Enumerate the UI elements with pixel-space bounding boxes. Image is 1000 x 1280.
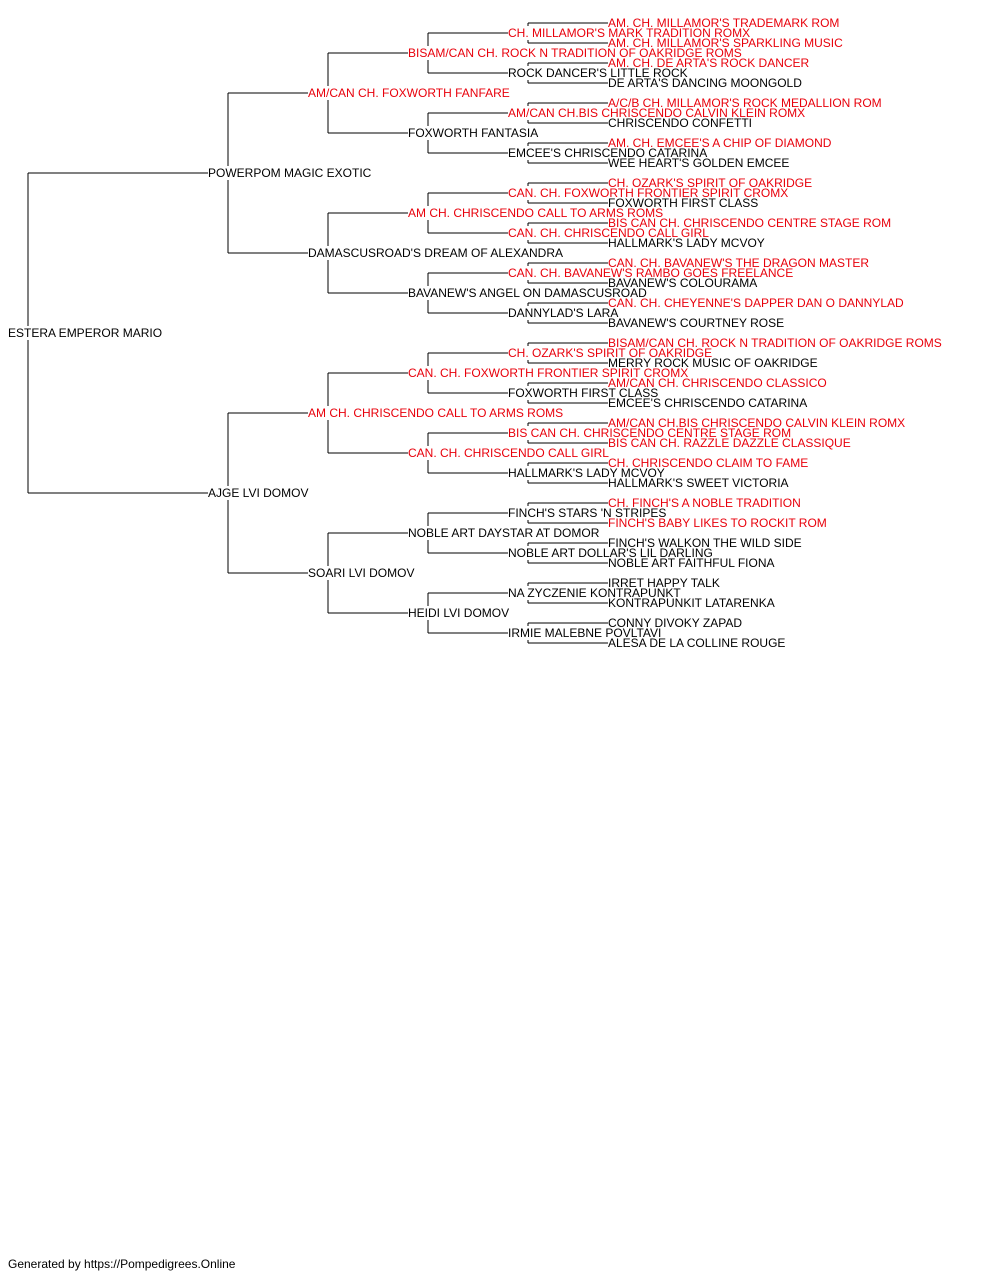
dog-name: A/C/B CH. MILLAMOR'S ROCK MEDALLION ROM	[608, 96, 882, 110]
dog-name: ESTERA EMPEROR MARIO	[8, 326, 162, 340]
dog-name: CAN. CH. CHEYENNE'S DAPPER DAN O DANNYLA…	[608, 296, 904, 310]
dog-name: FINCH'S BABY LIKES TO ROCKIT ROM	[608, 516, 827, 530]
dog-name: HALLMARK'S LADY MCVOY	[508, 466, 665, 480]
dog-name: SOARI LVI DOMOV	[308, 566, 414, 580]
dog-name: MERRY ROCK MUSIC OF OAKRIDGE	[608, 356, 818, 370]
dog-name: HEIDI LVI DOMOV	[408, 606, 509, 620]
dog-name: CH. CHRISCENDO CLAIM TO FAME	[608, 456, 808, 470]
dog-name: ROCK DANCER'S LITTLE ROCK	[508, 66, 688, 80]
dog-name: CAN. CH. CHRISCENDO CALL GIRL	[408, 446, 609, 460]
dog-name: CH. OZARK'S SPIRIT OF OAKRIDGE	[508, 346, 712, 360]
dog-name: FINCH'S STARS 'N STRIPES	[508, 506, 666, 520]
dog-name: CAN. CH. BAVANEW'S RAMBO GOES FREELANCE	[508, 266, 793, 280]
dog-name: WEE HEART'S GOLDEN EMCEE	[608, 156, 789, 170]
dog-name: HALLMARK'S LADY MCVOY	[608, 236, 765, 250]
dog-name: DE ARTA'S DANCING MOONGOLD	[608, 76, 802, 90]
dog-name: EMCEE'S CHRISCENDO CATARINA	[608, 396, 807, 410]
dog-name: FINCH'S WALKON THE WILD SIDE	[608, 536, 802, 550]
dog-name: IRRET HAPPY TALK	[608, 576, 720, 590]
dog-name: FOXWORTH FIRST CLASS	[608, 196, 758, 210]
dog-name: CAN. CH. CHRISCENDO CALL GIRL	[508, 226, 709, 240]
dog-name: NOBLE ART DOLLAR'S LIL DARLING	[508, 546, 713, 560]
dog-name: BAVANEW'S COURTNEY ROSE	[608, 316, 784, 330]
dog-name: CAN. CH. BAVANEW'S THE DRAGON MASTER	[608, 256, 869, 270]
dog-name: CH. FINCH'S A NOBLE TRADITION	[608, 496, 801, 510]
dog-name: BIS CAN CH. CHRISCENDO CENTRE STAGE ROM	[608, 216, 891, 230]
dog-name: CAN. CH. FOXWORTH FRONTIER SPIRIT CROMX	[408, 366, 688, 380]
dog-name: AM. CH. MILLAMOR'S TRADEMARK ROM	[608, 16, 839, 30]
dog-name: AM/CAN CH. CHRISCENDO CLASSICO	[608, 376, 827, 390]
dog-name: CAN. CH. FOXWORTH FRONTIER SPIRIT CROMX	[508, 186, 788, 200]
dog-name: AM. CH. MILLAMOR'S SPARKLING MUSIC	[608, 36, 843, 50]
dog-name: AM/CAN CH.BIS CHRISCENDO CALVIN KLEIN RO…	[608, 416, 905, 430]
dog-name: HALLMARK'S SWEET VICTORIA	[608, 476, 789, 490]
dog-name: DAMASCUSROAD'S DREAM OF ALEXANDRA	[308, 246, 563, 260]
dog-name: FOXWORTH FIRST CLASS	[508, 386, 658, 400]
dog-name: BISAM/CAN CH. ROCK N TRADITION OF OAKRID…	[608, 336, 942, 350]
dog-name: CH. OZARK'S SPIRIT OF OAKRIDGE	[608, 176, 812, 190]
dog-name: EMCEE'S CHRISCENDO CATARINA	[508, 146, 707, 160]
dog-name: NOBLE ART FAITHFUL FIONA	[608, 556, 774, 570]
dog-name: DANNYLAD'S LARA	[508, 306, 618, 320]
dog-name: FOXWORTH FANTASIA	[408, 126, 538, 140]
dog-name: NA ZYCZENIE KONTRAPUNKT	[508, 586, 681, 600]
dog-name: AJGE LVI DOMOV	[208, 486, 308, 500]
dog-name: AM/CAN CH.BIS CHRISCENDO CALVIN KLEIN RO…	[508, 106, 805, 120]
dog-name: CH. MILLAMOR'S MARK TRADITION ROMX	[508, 26, 750, 40]
dog-name: BIS CAN CH. RAZZLE DAZZLE CLASSIQUE	[608, 436, 851, 450]
dog-name: BAVANEW'S COLOURAMA	[608, 276, 757, 290]
dog-name: CHRISCENDO CONFETTI	[608, 116, 752, 130]
dog-name: AM CH. CHRISCENDO CALL TO ARMS ROMS	[408, 206, 663, 220]
dog-name: CONNY DIVOKY ZAPAD	[608, 616, 742, 630]
dog-name: NOBLE ART DAYSTAR AT DOMOR	[408, 526, 600, 540]
dog-name: BIS CAN CH. CHRISCENDO CENTRE STAGE ROM	[508, 426, 791, 440]
dog-name: AM. CH. DE ARTA'S ROCK DANCER	[608, 56, 810, 70]
generated-by-footer: Generated by https://Pompedigrees.Online	[8, 1257, 236, 1271]
dog-name: ALESA DE LA COLLINE ROUGE	[608, 636, 785, 650]
dog-name: BAVANEW'S ANGEL ON DAMASCUSROAD	[408, 286, 647, 300]
dog-name: AM/CAN CH. FOXWORTH FANFARE	[308, 86, 510, 100]
dog-name: POWERPOM MAGIC EXOTIC	[208, 166, 372, 180]
dog-name: BISAM/CAN CH. ROCK N TRADITION OF OAKRID…	[408, 46, 742, 60]
dog-name: AM. CH. EMCEE'S A CHIP OF DIAMOND	[608, 136, 832, 150]
dog-name: IRMIE MALEBNE POVLTAVI	[508, 626, 661, 640]
dog-name: AM CH. CHRISCENDO CALL TO ARMS ROMS	[308, 406, 563, 420]
dog-name: KONTRAPUNKIT LATARENKA	[608, 596, 775, 610]
